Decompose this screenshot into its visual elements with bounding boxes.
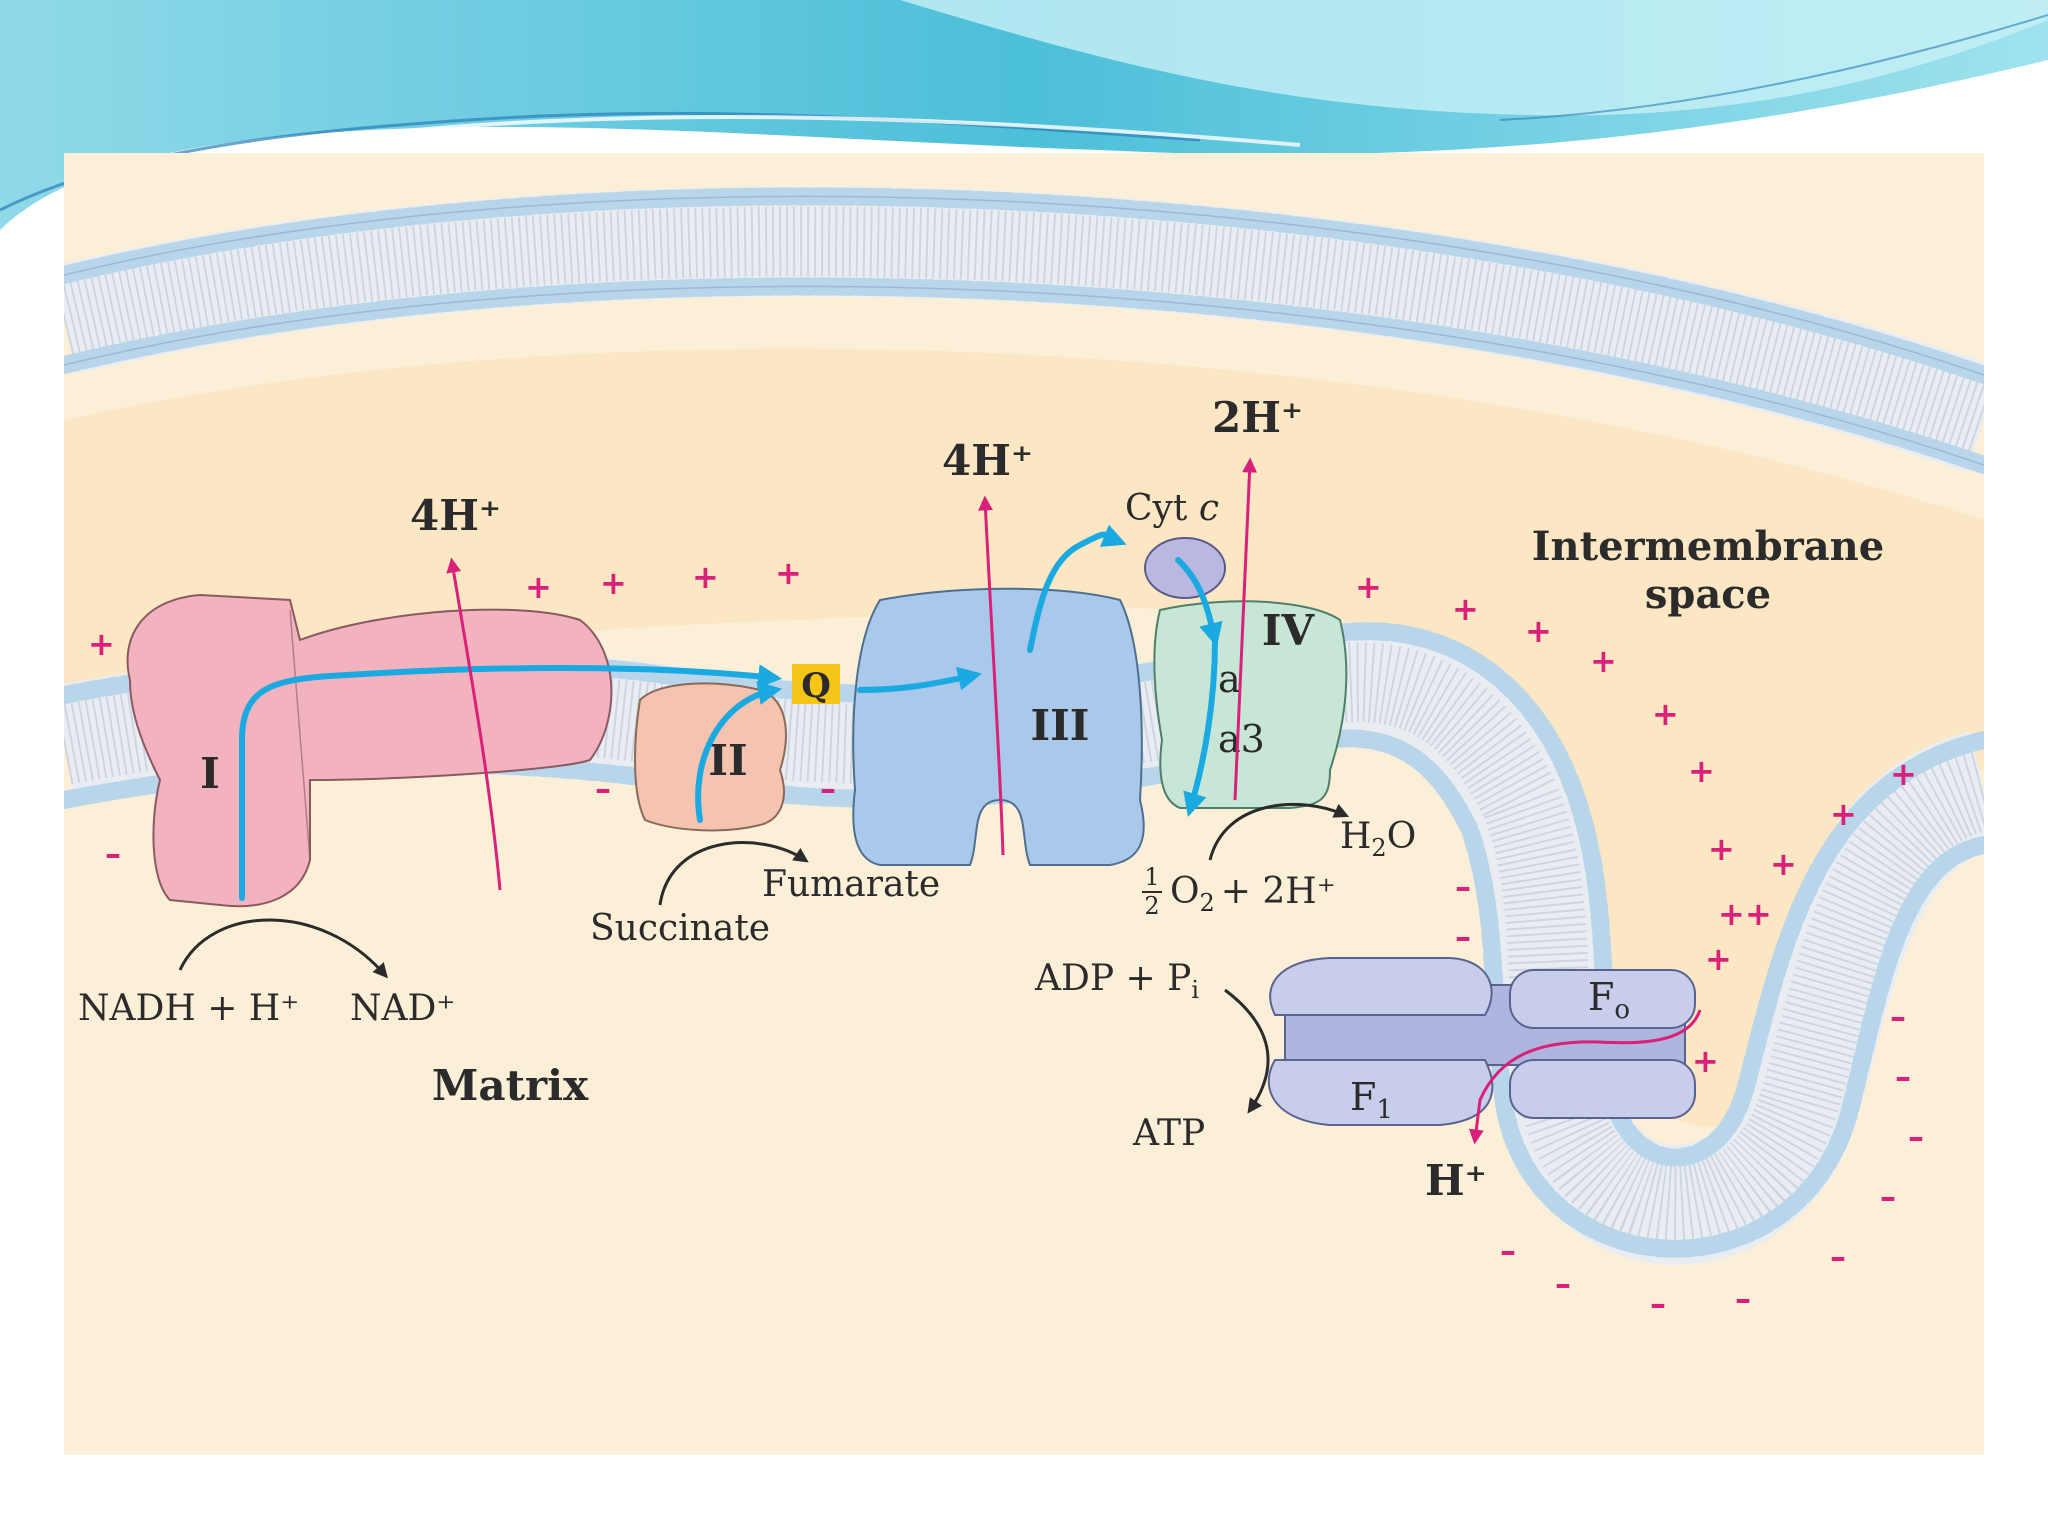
cyt-c-label: Cyt c xyxy=(1125,488,1219,529)
adp-pi-label: ADP + Pi xyxy=(1034,958,1199,1004)
complex-III-protons-label: 4H⁺ xyxy=(942,436,1033,485)
svg-text:–: – xyxy=(105,835,121,873)
complex-I-label: I xyxy=(200,749,220,798)
water-label: H2O xyxy=(1340,816,1416,862)
proton-flow xyxy=(446,457,1702,1145)
heme-a3-label: a3 xyxy=(1218,717,1265,761)
complex-I: I xyxy=(126,593,613,908)
atp-synthase: Fo F1 xyxy=(1267,957,1696,1126)
atp-synthase-protons-label: H⁺ xyxy=(1425,1156,1487,1205)
atp-label: ATP xyxy=(1132,1113,1205,1154)
complex-II-label: II xyxy=(708,736,747,785)
svg-text:–: – xyxy=(1455,868,1471,906)
heme-a-label: a xyxy=(1218,657,1241,701)
svg-text:–: – xyxy=(1650,1285,1666,1323)
positive-charges: + + + + + + + + + + + + + + + + + + + xyxy=(88,554,1917,1080)
fumarate-label: Fumarate xyxy=(762,864,940,905)
svg-text:+: + xyxy=(692,558,719,596)
svg-text:+: + xyxy=(1452,590,1479,628)
svg-text:2: 2 xyxy=(1144,892,1159,920)
svg-text:+: + xyxy=(1890,755,1917,793)
matrix-label: Matrix xyxy=(432,1061,589,1110)
intermembrane-space xyxy=(64,348,1984,1127)
cytochrome-c: Cyt c xyxy=(1125,488,1226,599)
intermembrane-label-line2: space xyxy=(1645,571,1771,618)
svg-text:+: + xyxy=(1708,830,1735,868)
svg-text:+: + xyxy=(1745,895,1772,933)
succinate-label: Succinate xyxy=(590,908,770,949)
electron-flow xyxy=(239,524,1223,901)
svg-text:–: – xyxy=(1830,1238,1846,1276)
svg-text:+: + xyxy=(1652,695,1679,733)
complex-IV: IV a a3 xyxy=(1153,600,1348,809)
complex-IV-label: IV xyxy=(1262,606,1316,655)
svg-text:+: + xyxy=(1688,752,1715,790)
ubiquinone-q: Q xyxy=(792,664,840,706)
negative-charges: – – – – – – – – – – – – – – xyxy=(105,770,1924,1323)
svg-text:+: + xyxy=(1590,642,1617,680)
svg-text:O2+ 2H⁺: O2+ 2H⁺ xyxy=(1170,871,1336,917)
nadh-label: NADH + H⁺ xyxy=(78,988,299,1029)
complex-II: II xyxy=(634,682,787,832)
oxygen-reaction-label: 1 2 O2+ 2H⁺ xyxy=(1142,863,1336,920)
nad-label: NAD⁺ xyxy=(350,988,455,1029)
svg-text:–: – xyxy=(1455,918,1471,956)
svg-text:–: – xyxy=(1895,1058,1911,1096)
complex-III-label: III xyxy=(1031,701,1090,750)
svg-text:1: 1 xyxy=(1144,863,1159,891)
fo-label: Fo xyxy=(1588,975,1630,1025)
svg-text:–: – xyxy=(1880,1178,1896,1216)
svg-text:+: + xyxy=(1692,1042,1719,1080)
svg-text:+: + xyxy=(1830,795,1857,833)
svg-text:–: – xyxy=(1555,1265,1571,1303)
svg-text:–: – xyxy=(1735,1280,1751,1318)
f1-label: F1 xyxy=(1350,1075,1393,1125)
reaction-arrows xyxy=(178,803,1350,1114)
svg-text:–: – xyxy=(820,770,836,808)
svg-text:+: + xyxy=(525,568,552,606)
complex-I-protons-label: 4H⁺ xyxy=(410,491,501,540)
svg-text:+: + xyxy=(88,625,115,663)
svg-text:+: + xyxy=(1705,940,1732,978)
svg-text:+: + xyxy=(1770,845,1797,883)
complex-IV-protons-label: 2H⁺ xyxy=(1212,393,1303,442)
svg-text:–: – xyxy=(595,770,611,808)
svg-text:+: + xyxy=(1355,568,1382,606)
svg-text:+: + xyxy=(1525,612,1552,650)
svg-text:–: – xyxy=(1890,998,1906,1036)
svg-text:+: + xyxy=(600,564,627,602)
svg-text:+: + xyxy=(1718,895,1745,933)
svg-text:+: + xyxy=(775,554,802,592)
svg-text:–: – xyxy=(1500,1232,1516,1270)
q-label: Q xyxy=(801,666,831,706)
svg-text:–: – xyxy=(1908,1118,1924,1156)
outer-membrane xyxy=(64,186,1984,474)
intermembrane-label-line1: Intermembrane xyxy=(1532,523,1884,570)
